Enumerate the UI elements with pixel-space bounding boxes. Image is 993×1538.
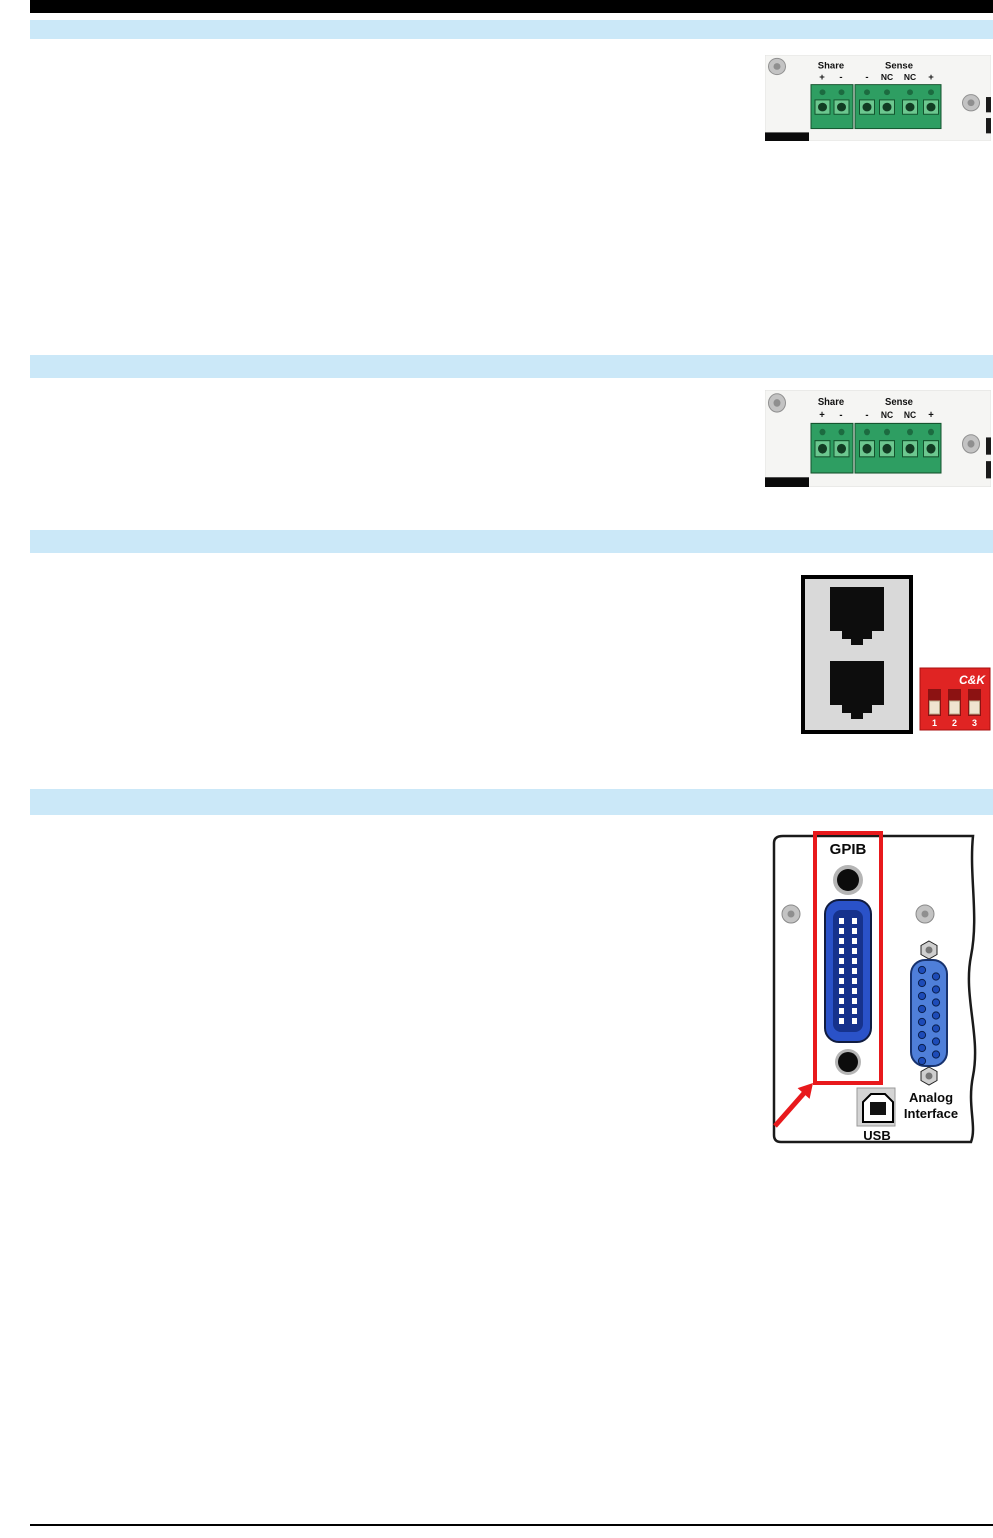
share-pin-minus: - bbox=[839, 410, 842, 421]
share-terminal-block bbox=[810, 422, 854, 474]
analog-interface-connector bbox=[910, 940, 948, 1086]
gpib-highlight-box bbox=[813, 831, 883, 1085]
sense-pin-nc1: NC bbox=[881, 410, 894, 420]
rj45-port-bottom bbox=[830, 661, 884, 719]
section-band-3 bbox=[30, 530, 993, 553]
share-sense-connector-image: Share + - Sense - NC NC + bbox=[765, 390, 991, 487]
sense-pin-nc1: NC bbox=[881, 72, 893, 82]
bus-ports-dip-switch-image: C&K 1 2 3 bbox=[801, 575, 991, 734]
screw-icon bbox=[915, 904, 935, 924]
analog-interface-label-line1: Analog bbox=[909, 1090, 953, 1105]
top-rule bbox=[30, 0, 993, 13]
share-sense-connector-image: Share + - Sense - NC NC + bbox=[765, 55, 991, 141]
gpib-connector bbox=[824, 899, 872, 1043]
gpib-label: GPIB bbox=[830, 841, 867, 858]
share-label: Share bbox=[818, 397, 845, 408]
dip-switch-slot-2 bbox=[948, 689, 961, 716]
screw-icon bbox=[962, 434, 980, 454]
gpib-rear-panel-image: GPIB bbox=[772, 831, 977, 1144]
gpib-screw-hole-top bbox=[833, 865, 863, 895]
dip-position-3: 3 bbox=[972, 718, 977, 728]
share-sense-connector-figure-2: Share + - Sense - NC NC + bbox=[765, 390, 991, 487]
section-band-4 bbox=[30, 789, 993, 815]
panel-edge-shadow bbox=[765, 132, 809, 141]
panel-edge-shadow bbox=[765, 477, 809, 487]
panel-edge-mark bbox=[986, 437, 991, 455]
rj45-port-top bbox=[830, 587, 884, 645]
sense-pin-plus: + bbox=[928, 72, 934, 82]
share-pin-minus: - bbox=[839, 72, 842, 82]
sense-pin-minus: - bbox=[865, 72, 868, 82]
screw-icon bbox=[781, 904, 801, 924]
sense-pin-minus: - bbox=[865, 410, 868, 421]
dip-switch-brand: C&K bbox=[959, 673, 986, 687]
dip-switch-slot-3 bbox=[968, 689, 981, 716]
section-band-1 bbox=[30, 20, 993, 39]
dip-switch: C&K 1 2 3 bbox=[919, 667, 991, 731]
sense-label: Sense bbox=[885, 397, 913, 408]
bottom-rule bbox=[30, 1524, 993, 1526]
share-sense-connector-figure-1: Share + - Sense - NC NC + bbox=[765, 55, 991, 141]
sense-terminal-block bbox=[854, 84, 942, 130]
gpib-screw-hole-bottom bbox=[835, 1049, 861, 1075]
screw-icon bbox=[768, 393, 786, 413]
usb-port bbox=[856, 1087, 896, 1127]
dip-position-1: 1 bbox=[932, 718, 937, 728]
sense-terminal-block bbox=[854, 422, 942, 474]
dip-switch-slot-1 bbox=[928, 689, 941, 716]
analog-interface-label-line2: Interface bbox=[904, 1106, 958, 1121]
screw-icon bbox=[962, 94, 980, 112]
panel-edge-mark bbox=[986, 461, 991, 479]
screw-icon bbox=[768, 57, 786, 76]
panel-edge-mark bbox=[986, 118, 991, 134]
dip-position-2: 2 bbox=[952, 718, 957, 728]
bus-ports-dip-switch-figure: C&K 1 2 3 bbox=[800, 574, 991, 735]
section-band-2 bbox=[30, 355, 993, 378]
share-pin-plus: + bbox=[819, 410, 825, 421]
sense-pin-plus: + bbox=[928, 410, 934, 421]
sense-label: Sense bbox=[885, 61, 913, 71]
sense-pin-nc2: NC bbox=[904, 72, 916, 82]
share-label: Share bbox=[818, 61, 844, 71]
share-terminal-block bbox=[810, 84, 854, 130]
sense-pin-nc2: NC bbox=[904, 410, 917, 420]
share-pin-plus: + bbox=[819, 72, 825, 82]
highlight-arrow-icon bbox=[773, 1083, 813, 1128]
gpib-rear-panel-figure: GPIB bbox=[765, 830, 991, 1148]
usb-label: USB bbox=[863, 1128, 890, 1143]
panel-edge-mark bbox=[986, 97, 991, 113]
